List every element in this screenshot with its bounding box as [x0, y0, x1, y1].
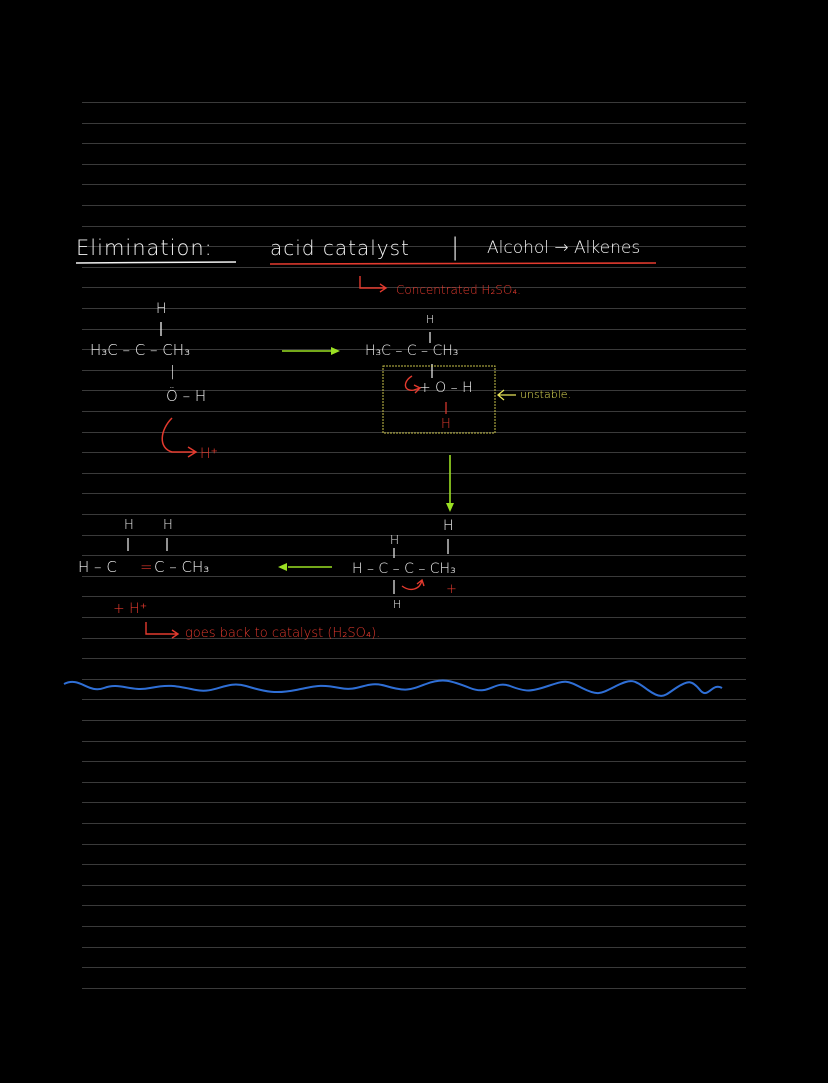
ruled-line — [82, 349, 746, 350]
ruled-line — [82, 411, 746, 412]
ruled-line — [82, 988, 746, 989]
ruled-line — [82, 226, 746, 227]
subtitle-underline — [269, 262, 657, 265]
ruled-line — [82, 761, 746, 762]
step3-left-hydrogen: H — [390, 533, 400, 547]
ruled-line — [82, 967, 746, 968]
unstable-pointer — [496, 389, 516, 401]
topic-alcohol-alkenes: Alcohol → Alkenes — [487, 238, 641, 258]
ruled-line — [82, 493, 746, 494]
arrow-step2-to-step3-head — [446, 503, 454, 512]
ruled-line — [82, 205, 746, 206]
ruled-line — [82, 699, 746, 700]
ruled-line — [82, 143, 746, 144]
ruled-line — [82, 576, 746, 577]
ruled-line — [82, 308, 746, 309]
ruled-line — [82, 782, 746, 783]
ruled-line — [82, 555, 746, 556]
step1-proton: H⁺ — [200, 446, 218, 462]
catalyst-note: Concentrated H₂SO₄. — [396, 283, 521, 297]
ruled-line — [82, 267, 746, 268]
ruled-line — [82, 617, 746, 618]
ruled-line — [82, 679, 746, 680]
step2-oxonium: + O – H — [419, 380, 473, 396]
ruled-line — [82, 658, 746, 659]
step2-bottom-hydrogen: H — [441, 417, 451, 432]
ruled-line — [82, 246, 746, 247]
ruled-line — [82, 596, 746, 597]
arrow-step3-to-step4-head — [278, 563, 287, 571]
ruled-line — [82, 535, 746, 536]
catalyst-hook-arrow — [359, 276, 388, 293]
ruled-line — [82, 720, 746, 721]
step1-top-hydrogen: H — [156, 301, 167, 317]
return-to-catalyst-note: goes back to catalyst (H₂SO₄). — [185, 626, 381, 641]
ruled-line — [82, 432, 746, 433]
step4-molecule-left: H – C — [78, 558, 117, 576]
ruled-line — [82, 823, 746, 824]
step4-molecule-right: C – CH₃ — [154, 558, 210, 576]
ruled-line — [82, 473, 746, 474]
ruled-line — [82, 370, 746, 371]
step1-molecule: H₃C – C – CH₃ — [90, 341, 191, 359]
blue-squiggle-divider — [63, 679, 723, 697]
ruled-line — [82, 184, 746, 185]
ruled-line — [82, 905, 746, 906]
ruled-line — [82, 287, 746, 288]
step2-molecule: H₃C – C – CH₃ — [365, 343, 459, 359]
step3-curved-arrow — [401, 578, 425, 591]
released-proton: + H⁺ — [113, 601, 148, 617]
step3-bottom-hydrogen: H — [393, 598, 402, 611]
step3-top-hydrogen: H — [443, 518, 454, 534]
ruled-line — [82, 947, 746, 948]
ruled-line — [82, 741, 746, 742]
ruled-line — [82, 164, 746, 165]
ruled-line — [82, 514, 746, 515]
ruled-line — [82, 864, 746, 865]
step1-hydroxyl: Ö – H — [166, 387, 207, 405]
step4-top-hydrogen-2: H — [163, 518, 173, 533]
step2-top-hydrogen: H — [426, 313, 435, 326]
ruled-line — [82, 102, 746, 103]
carbocation-charge: + — [446, 582, 457, 597]
unstable-label: unstable. — [520, 388, 572, 401]
ruled-line — [82, 452, 746, 453]
step4-top-hydrogen-1: H — [124, 518, 134, 533]
return-hook-arrow — [145, 622, 180, 639]
ruled-line — [82, 638, 746, 639]
title-underline — [75, 261, 237, 264]
subtitle-acid-catalyst: acid catalyst — [270, 236, 410, 260]
unstable-box — [382, 365, 496, 434]
ruled-line — [82, 802, 746, 803]
step1-o-bond: | — [170, 364, 175, 380]
title-separator: | — [451, 233, 460, 261]
step3-molecule: H – C – C – CH₃ — [352, 561, 456, 577]
ruled-line — [82, 844, 746, 845]
ruled-line — [82, 123, 746, 124]
ruled-line — [82, 329, 746, 330]
page-title: Elimination: — [76, 236, 213, 260]
ruled-line — [82, 926, 746, 927]
double-bond: = — [140, 558, 153, 576]
ruled-line — [82, 885, 746, 886]
